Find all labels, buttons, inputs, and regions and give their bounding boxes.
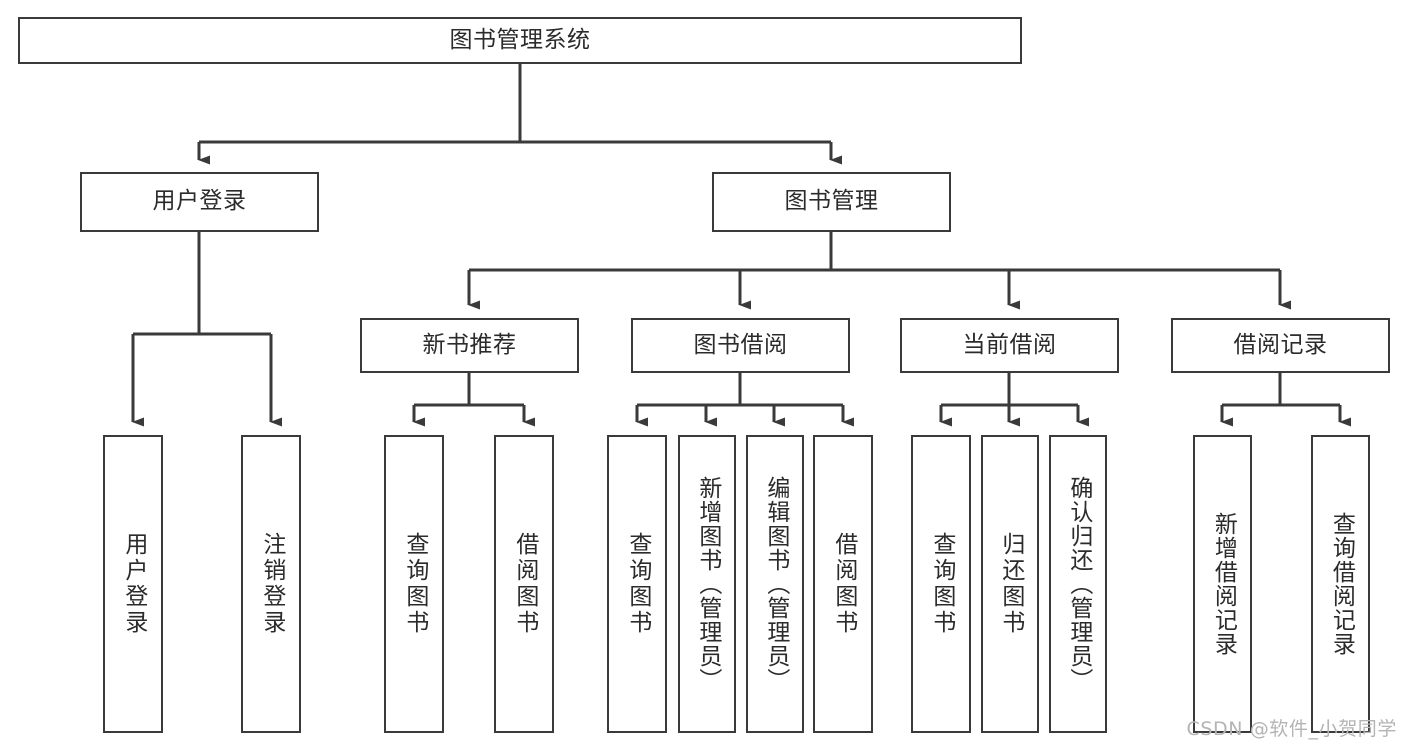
node-current-borrow[interactable]: 当前借阅 bbox=[900, 318, 1119, 373]
node-leaf-query-book-2[interactable]: 查询图书 bbox=[607, 435, 667, 733]
node-root[interactable]: 图书管理系统 bbox=[18, 17, 1022, 64]
node-leaf-query-book-3-label: 查询图书 bbox=[928, 532, 955, 636]
node-leaf-logout-login-label: 注销登录 bbox=[258, 532, 285, 636]
node-borrow-record[interactable]: 借阅记录 bbox=[1171, 318, 1390, 373]
node-leaf-query-book-2-label: 查询图书 bbox=[624, 532, 651, 636]
node-leaf-query-record[interactable]: 查询借阅记录 bbox=[1311, 435, 1370, 733]
node-leaf-borrow-book-1-label: 借阅图书 bbox=[511, 532, 538, 636]
node-leaf-borrow-book-2-label: 借阅图书 bbox=[830, 532, 857, 636]
node-root-label: 图书管理系统 bbox=[449, 26, 591, 53]
node-leaf-query-book-3[interactable]: 查询图书 bbox=[911, 435, 971, 733]
node-book-management-label: 图书管理 bbox=[784, 188, 879, 215]
node-book-management[interactable]: 图书管理 bbox=[712, 172, 951, 232]
node-book-borrow-label: 图书借阅 bbox=[693, 331, 788, 358]
node-leaf-user-login-label: 用户登录 bbox=[120, 532, 147, 636]
node-leaf-query-book-1-label: 查询图书 bbox=[401, 532, 428, 636]
node-book-borrow[interactable]: 图书借阅 bbox=[631, 318, 850, 373]
node-leaf-logout-login[interactable]: 注销登录 bbox=[241, 435, 301, 733]
node-user-login-label: 用户登录 bbox=[152, 188, 247, 215]
node-leaf-query-book-1[interactable]: 查询图书 bbox=[384, 435, 444, 733]
node-current-borrow-label: 当前借阅 bbox=[962, 331, 1057, 358]
node-leaf-edit-book-label: 编辑图书（管理员） bbox=[762, 476, 789, 692]
node-leaf-add-record[interactable]: 新增借阅记录 bbox=[1193, 435, 1252, 733]
node-borrow-record-label: 借阅记录 bbox=[1233, 331, 1328, 358]
node-leaf-user-login[interactable]: 用户登录 bbox=[103, 435, 163, 733]
node-leaf-add-record-label: 新增借阅记录 bbox=[1210, 512, 1237, 656]
node-leaf-edit-book[interactable]: 编辑图书（管理员） bbox=[746, 435, 804, 733]
node-leaf-add-book[interactable]: 新增图书（管理员） bbox=[678, 435, 736, 733]
node-leaf-return-book-label: 归还图书 bbox=[997, 532, 1024, 636]
node-leaf-add-book-label: 新增图书（管理员） bbox=[694, 476, 721, 692]
node-leaf-borrow-book-1[interactable]: 借阅图书 bbox=[494, 435, 554, 733]
node-leaf-borrow-book-2[interactable]: 借阅图书 bbox=[813, 435, 873, 733]
node-leaf-confirm-return-label: 确认归还（管理员） bbox=[1065, 476, 1092, 692]
node-leaf-return-book[interactable]: 归还图书 bbox=[981, 435, 1039, 733]
node-user-login[interactable]: 用户登录 bbox=[80, 172, 319, 232]
node-new-book-recommend[interactable]: 新书推荐 bbox=[360, 318, 579, 373]
node-leaf-query-record-label: 查询借阅记录 bbox=[1328, 512, 1355, 656]
node-new-book-recommend-label: 新书推荐 bbox=[422, 331, 517, 358]
node-leaf-confirm-return[interactable]: 确认归还（管理员） bbox=[1049, 435, 1107, 733]
